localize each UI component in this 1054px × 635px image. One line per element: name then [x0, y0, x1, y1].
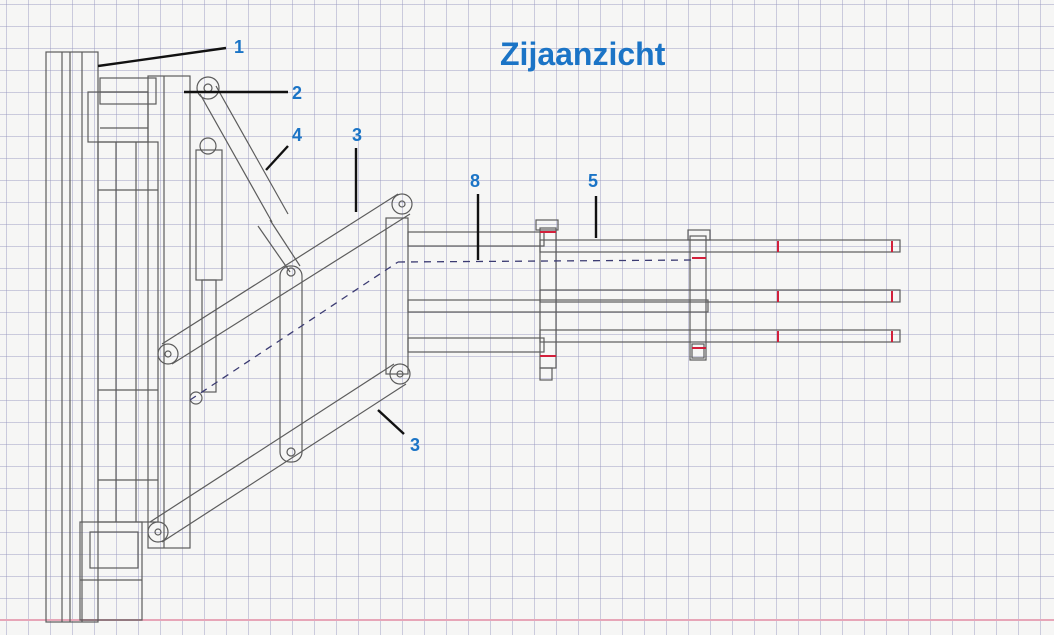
hidden-lines [189, 259, 697, 401]
wall-plate [45, 51, 99, 623]
callout-8: 8 [470, 171, 481, 191]
lower-mount-block [79, 521, 143, 621]
paper-margin-line [0, 619, 1054, 621]
callout-2: 2 [292, 83, 303, 103]
callout-1: 1 [234, 37, 245, 57]
leader-lines [97, 46, 598, 435]
callout-3-upper: 3 [352, 125, 363, 145]
center-link [279, 265, 303, 463]
red-markers [540, 231, 893, 357]
lower-arm [147, 363, 411, 543]
upper-arm [157, 193, 413, 365]
callout-5: 5 [588, 171, 599, 191]
callout-4: 4 [292, 125, 303, 145]
callout-3-lower: 3 [410, 435, 421, 455]
drawing-title: Zijaanzicht [500, 36, 666, 72]
slide-carriage [147, 75, 191, 549]
vertical-cylinder [189, 137, 223, 405]
hydraulic-cylinder [196, 76, 301, 273]
vertical-rail [97, 141, 159, 523]
front-plate [385, 217, 409, 375]
fork-rails [407, 219, 901, 381]
